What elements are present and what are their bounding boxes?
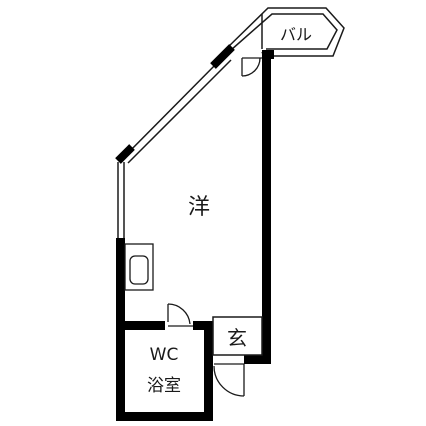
balcony-door-arc bbox=[241, 57, 261, 77]
left-window-wall bbox=[117, 162, 125, 240]
window-inner-line bbox=[127, 59, 232, 164]
door-swing-icon bbox=[241, 57, 262, 77]
partition-wall-top bbox=[193, 321, 213, 330]
thick-walls bbox=[116, 50, 274, 421]
balcony-label: バル bbox=[280, 25, 312, 44]
bath-label-wc: WC bbox=[150, 345, 179, 365]
diagonal-window-wall bbox=[115, 44, 235, 164]
door-swing-icon bbox=[167, 303, 193, 327]
balcony-wall-right-of-door bbox=[262, 50, 274, 59]
bath-wall-bottom bbox=[116, 412, 213, 421]
door-swing-icon bbox=[213, 363, 245, 397]
left-wall-lower bbox=[116, 238, 125, 330]
diagonal-wall-stub-bottom bbox=[115, 144, 135, 164]
kitchen-counter bbox=[124, 243, 154, 291]
bath-label-bathroom: 浴室 bbox=[147, 376, 181, 396]
entrance-door-arc bbox=[213, 365, 245, 397]
entrance-outline bbox=[212, 316, 263, 356]
western-room-label: 洋 bbox=[188, 195, 210, 220]
window-icon bbox=[123, 55, 225, 158]
right-wall bbox=[262, 52, 271, 364]
sink-basin bbox=[129, 255, 149, 285]
entrance-label: 玄 bbox=[227, 326, 247, 350]
bath-wall-right bbox=[204, 321, 213, 421]
bath-wall-top bbox=[116, 321, 165, 330]
bath-wall-left bbox=[116, 321, 125, 421]
entrance-box bbox=[212, 316, 263, 356]
entrance-wall-bottom bbox=[244, 355, 271, 364]
sink-icon bbox=[124, 243, 154, 291]
balcony-inner-outline bbox=[230, 13, 338, 51]
bath-door-arc bbox=[167, 303, 191, 325]
diagonal-wall-stub-top bbox=[210, 44, 235, 69]
